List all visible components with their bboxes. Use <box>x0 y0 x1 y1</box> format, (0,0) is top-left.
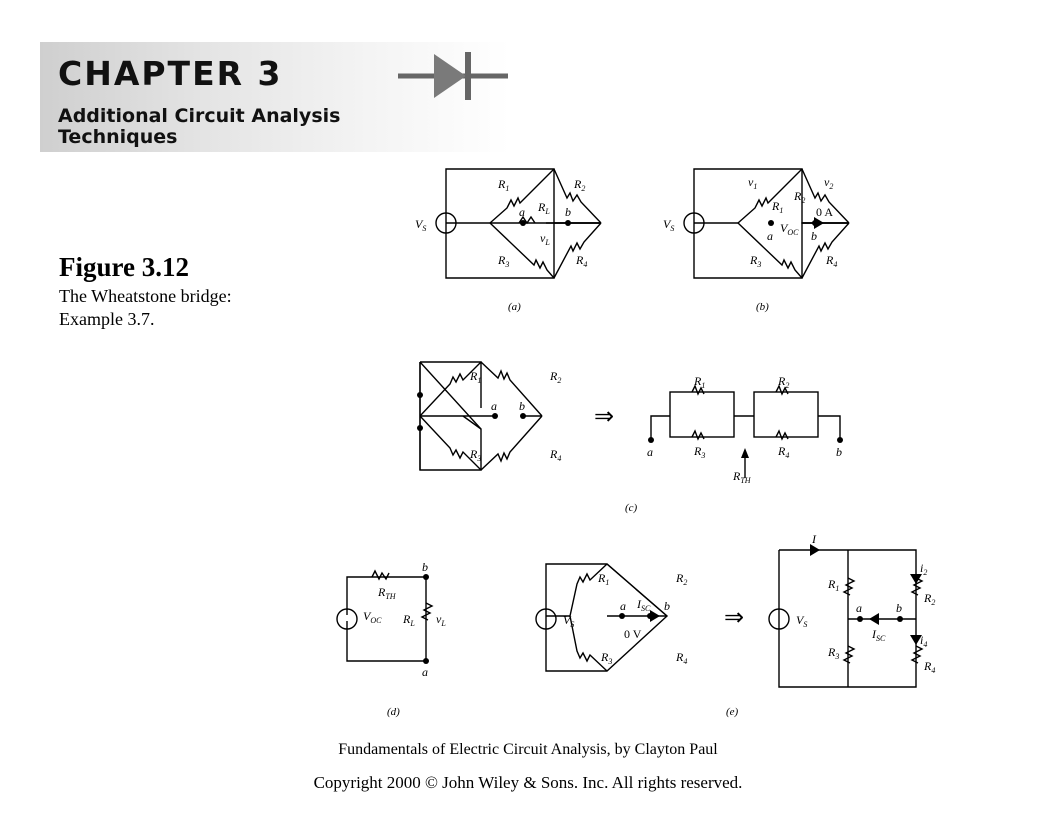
r3-label-e: R3 <box>600 650 612 666</box>
rl-label-d: RL <box>402 612 415 628</box>
vl-label-a: vL <box>540 231 550 247</box>
r3-label-c: R3 <box>469 447 481 463</box>
r2-label-b: R2 <box>793 189 805 205</box>
panel-label-d: (d) <box>387 706 400 718</box>
r4-label-e: R4 <box>675 650 687 666</box>
panel-label-a: (a) <box>508 301 521 313</box>
node-b-label-c: b <box>519 399 525 413</box>
rth-label-d: RTH <box>377 585 397 601</box>
r4-label-b: R4 <box>825 253 837 269</box>
vs-label-e-right: VS <box>796 613 807 629</box>
diode-icon <box>398 52 508 100</box>
r2-label-c: R2 <box>549 369 561 385</box>
r3-label-b: R3 <box>749 253 761 269</box>
r2-label-e: R2 <box>675 571 687 587</box>
panel-label-e: (e) <box>726 706 739 718</box>
current-i-label-e: I <box>811 532 817 546</box>
rth-label-c: RTH <box>732 469 752 485</box>
footer-copyright: Copyright 2000 © John Wiley & Sons. Inc.… <box>313 773 743 792</box>
node-b-label-a: b <box>565 205 571 219</box>
r1-label-e: R1 <box>597 571 609 587</box>
figure-number: Figure 3.12 <box>59 252 189 282</box>
figure-caption: Figure 3.12 The Wheatstone bridge: Examp… <box>59 252 269 331</box>
r2-label-e-right: R2 <box>923 591 935 607</box>
r4-label-c: R4 <box>549 447 561 463</box>
node-a-label-a: a <box>519 205 525 219</box>
figure-description: The Wheatstone bridge: Example 3.7. <box>59 286 232 329</box>
wheatstone-bridge-diagram: VS R1 R2 RL a b R3 R4 vL (a) VS v1 v2 R1… <box>336 168 935 718</box>
node-b-label-d: b <box>422 560 428 574</box>
r2-label-c-series: R2 <box>777 374 789 390</box>
node-b-label-e-right: b <box>896 601 902 615</box>
banner-background <box>40 42 510 152</box>
i2-label-e: i2 <box>920 561 927 577</box>
node-b-label-c-series: b <box>836 445 842 459</box>
panel-label-c: (c) <box>625 502 638 514</box>
chapter-subtitle-line2: Techniques <box>58 126 178 148</box>
node-a-label-d: a <box>422 665 428 679</box>
isc-label-e-right: ISC <box>871 627 886 643</box>
r1-label-c: R1 <box>469 369 481 385</box>
node-b-label-b: b <box>811 229 817 243</box>
r2-label-a: R2 <box>573 177 585 193</box>
r1-label-b: R1 <box>771 199 783 215</box>
r4-label-c-series: R4 <box>777 444 789 460</box>
voc-label-d: VOC <box>363 609 382 625</box>
r3-label-e-right: R3 <box>827 645 839 661</box>
r1-label-c-series: R1 <box>693 374 705 390</box>
chapter-subtitle: Additional Circuit Analysis Techniques <box>58 106 340 148</box>
r1-label-a: R1 <box>497 177 509 193</box>
chapter-subtitle-line1: Additional Circuit Analysis <box>58 105 341 127</box>
i4-label-e: i4 <box>920 633 927 649</box>
v2-label-b: v2 <box>824 175 833 191</box>
node-a-label-e: a <box>620 599 626 613</box>
equivalence-arrow-e: ⇒ <box>724 605 744 631</box>
zero-volt-label-e: 0 V <box>624 627 642 641</box>
rl-label-a: RL <box>537 200 550 216</box>
voc-label-b: VOC <box>780 221 799 237</box>
vs-label-e: VS <box>563 613 574 629</box>
vs-label-b: VS <box>663 217 674 233</box>
vl-label-d: vL <box>436 612 446 628</box>
equivalence-arrow-c: ⇒ <box>594 404 614 430</box>
r4-label-e-right: R4 <box>923 659 935 675</box>
r4-label-a: R4 <box>575 253 587 269</box>
node-a-label-c-series: a <box>647 445 653 459</box>
r3-label-a: R3 <box>497 253 509 269</box>
node-a-label-c: a <box>491 399 497 413</box>
zero-amp-label: 0 A <box>816 205 833 219</box>
node-a-label-e-right: a <box>856 601 862 615</box>
chapter-banner: CHAPTER 3 Additional Circuit Analysis Te… <box>40 42 510 152</box>
chapter-title: CHAPTER 3 <box>58 54 283 93</box>
v1-label-b: v1 <box>748 175 757 191</box>
r3-label-c-series: R3 <box>693 444 705 460</box>
node-b-label-e: b <box>664 599 670 613</box>
vs-label-a: VS <box>415 217 426 233</box>
footer-book-title: Fundamentals of Electric Circuit Analysi… <box>338 741 718 758</box>
r1-label-e-right: R1 <box>827 577 839 593</box>
node-a-label-b: a <box>767 229 773 243</box>
panel-label-b: (b) <box>756 301 769 313</box>
isc-label-e: ISC <box>636 597 651 613</box>
